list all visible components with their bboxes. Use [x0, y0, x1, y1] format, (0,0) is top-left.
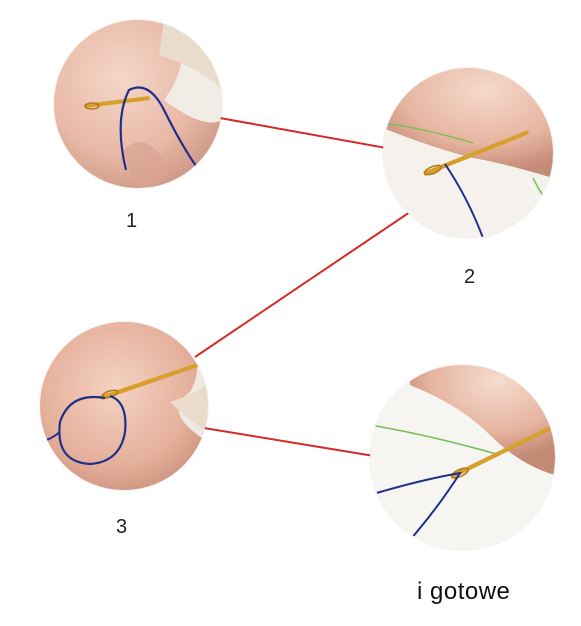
thread-icon — [370, 471, 463, 541]
thread-icon — [119, 86, 200, 171]
needle-icon — [450, 425, 553, 479]
thread-icon — [444, 163, 484, 238]
step-2-label: 2 — [464, 266, 476, 288]
needle-icon — [84, 96, 150, 110]
final-step-photo — [370, 365, 555, 550]
step-3-label: 3 — [116, 516, 128, 538]
step-3-photo — [40, 322, 208, 490]
step-1-photo — [54, 20, 222, 188]
connector-1-2 — [219, 117, 387, 149]
thread-icon — [58, 394, 127, 466]
needle-icon — [423, 130, 529, 176]
final-label: i gotowe — [417, 578, 511, 605]
connector-2-3 — [194, 211, 411, 358]
step-2-photo — [383, 68, 553, 238]
connector-3-4 — [203, 427, 375, 457]
step-1-label: 1 — [126, 210, 138, 232]
